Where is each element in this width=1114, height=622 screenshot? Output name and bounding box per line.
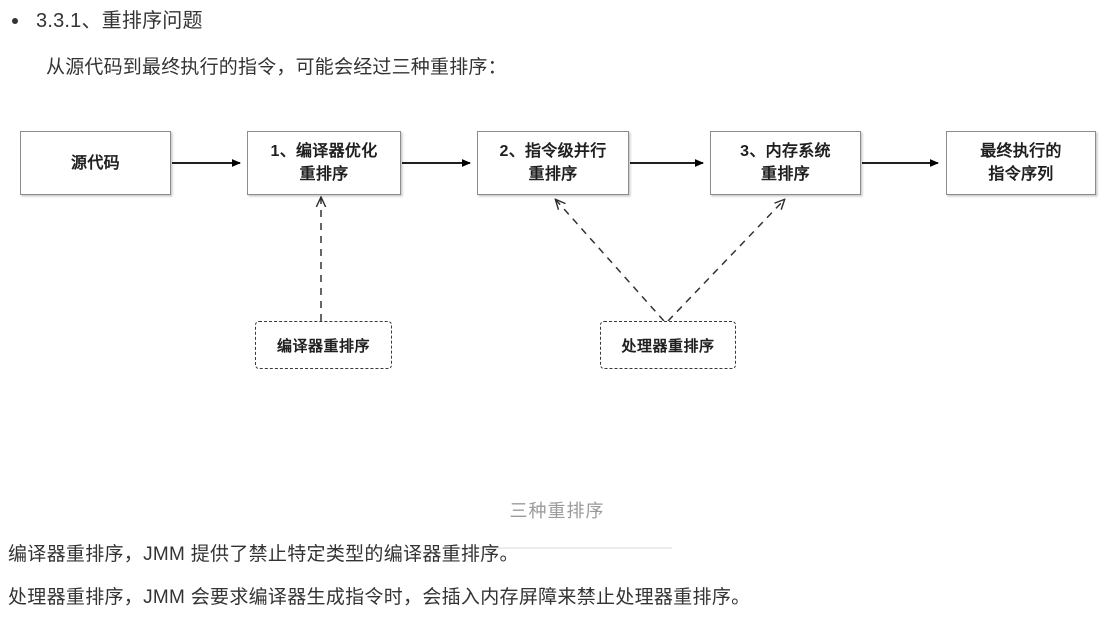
- node-memory-system[interactable]: 3、内存系统 重排序: [710, 131, 861, 195]
- annotation-compiler-reorder[interactable]: 编译器重排序: [255, 321, 392, 369]
- node-source-code[interactable]: 源代码: [20, 131, 171, 195]
- reordering-flow-diagram: 源代码 1、编译器优化 重排序 2、指令级并行 重排序 3、内存系统 重排序 最…: [0, 105, 1114, 549]
- dashed-arrow-processor-to-memory: [667, 200, 784, 322]
- intro-paragraph: 从源代码到最终执行的指令，可能会经过三种重排序：: [46, 57, 507, 78]
- annotation-compiler-reorder-label: 编译器重排序: [276, 337, 370, 355]
- dashed-arrow-processor-to-instruction: [556, 200, 665, 322]
- node-instruction-level[interactable]: 2、指令级并行 重排序: [477, 131, 629, 195]
- heading-bullet-line: 3.3.1、重排序问题: [12, 6, 912, 36]
- diagram-connectors: [172, 159, 939, 322]
- node-final-instructions[interactable]: 最终执行的 指令序列: [946, 131, 1096, 195]
- bullet-point-icon: [12, 18, 18, 24]
- paragraph-processor-reorder: 处理器重排序，JMM 会要求编译器生成指令时，会插入内存屏障来禁止处理器重排序。: [8, 587, 751, 608]
- node-compiler-optimize-label: 1、编译器优化 重排序: [270, 143, 378, 183]
- paragraph-compiler-reorder: 编译器重排序，JMM 提供了禁止特定类型的编译器重排序。: [8, 544, 519, 565]
- node-final-instructions-label: 最终执行的 指令序列: [980, 143, 1062, 183]
- annotation-processor-reorder[interactable]: 处理器重排序: [600, 321, 736, 369]
- diagram-caption: 三种重排序: [509, 501, 605, 521]
- node-memory-system-label: 3、内存系统 重排序: [740, 143, 831, 183]
- annotation-processor-reorder-label: 处理器重排序: [621, 337, 715, 355]
- node-instruction-level-label: 2、指令级并行 重排序: [499, 143, 607, 183]
- node-source-code-label: 源代码: [71, 154, 120, 172]
- node-compiler-optimize[interactable]: 1、编译器优化 重排序: [247, 131, 401, 195]
- caption-divider: [452, 547, 672, 549]
- page-title: 3.3.1、重排序问题: [36, 10, 203, 32]
